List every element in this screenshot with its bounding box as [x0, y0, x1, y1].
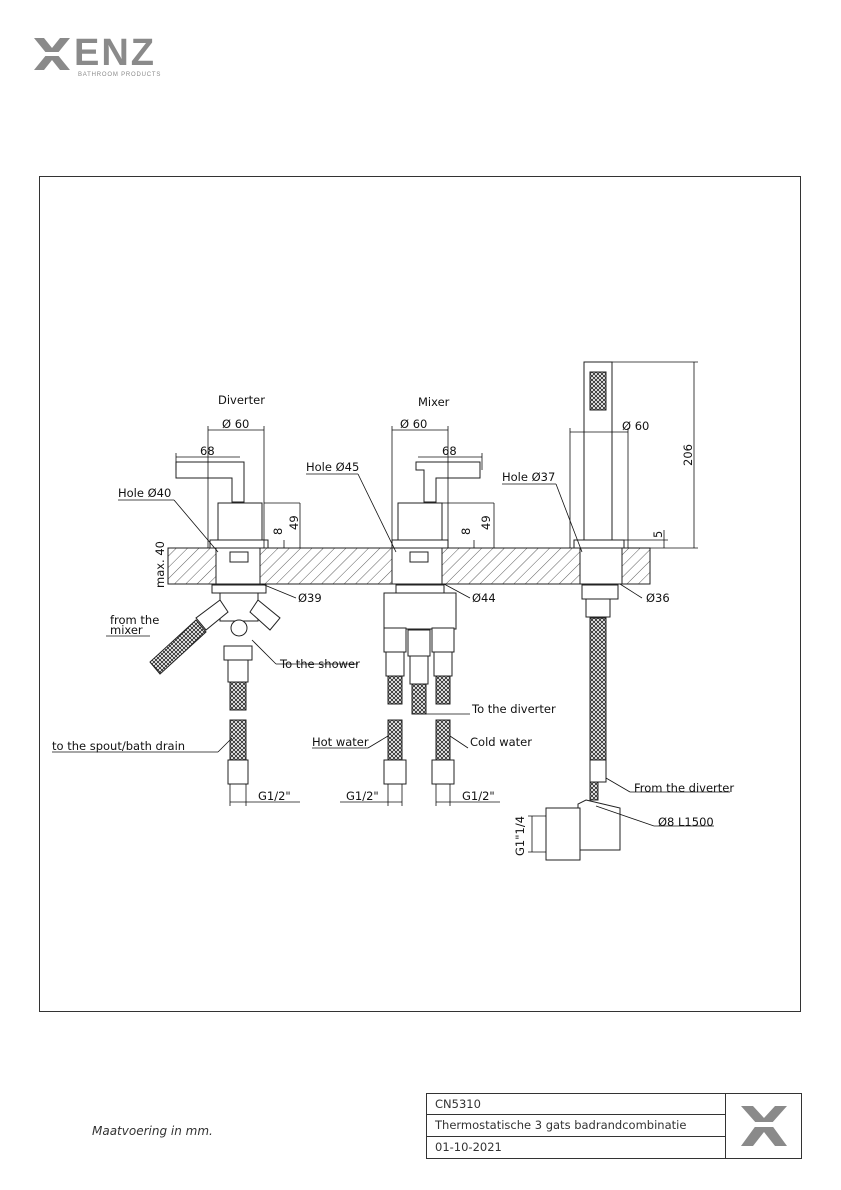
label-thread-shower: G1"1/4	[513, 816, 527, 856]
dim-shower-width: Ø 60	[622, 419, 649, 433]
label-cold-water: Cold water	[470, 735, 532, 749]
brand-tagline: BATHROOM PRODUCTS	[78, 72, 162, 78]
label-to-shower: To the shower	[279, 657, 360, 671]
dim-mixer-height-a: 8	[459, 528, 473, 535]
drawing-frame	[39, 176, 801, 1012]
dim-diverter-height-b: 49	[287, 515, 301, 530]
dim-diverter-height-a: 8	[271, 528, 285, 535]
label-dia-39: Ø39	[298, 591, 322, 605]
label-thread-diverter: G1/2"	[258, 789, 291, 803]
dimension-lines	[52, 361, 730, 853]
product-code: CN5310	[427, 1094, 725, 1116]
dim-diverter-width: Ø 60	[222, 417, 249, 431]
title-block-rows: CN5310 Thermostatische 3 gats badrandcom…	[427, 1094, 726, 1158]
label-to-spout: to the spout/bath drain	[52, 739, 185, 753]
product-name: Thermostatische 3 gats badrandcombinatie	[427, 1115, 725, 1137]
label-thread-hot: G1/2"	[346, 789, 379, 803]
title-mixer: Mixer	[418, 395, 450, 409]
dim-diverter-handle: 68	[200, 444, 215, 458]
brand-logo-mark-icon	[34, 38, 70, 70]
document-date: 01-10-2021	[435, 1139, 502, 1154]
label-from-mixer-1: from the	[110, 613, 159, 627]
diverter-assembly	[149, 461, 281, 785]
label-dia-36: Ø36	[646, 591, 670, 605]
brand-logo: ENZ BATHROOM PRODUCTS	[30, 28, 180, 88]
dim-shower-height: 206	[681, 444, 695, 466]
label-from-mixer-2: mixer	[110, 623, 143, 637]
dim-shower-base: 5	[651, 531, 665, 538]
label-hole-shower: Hole Ø37	[502, 470, 555, 484]
title-block: CN5310 Thermostatische 3 gats badrandcom…	[426, 1093, 802, 1159]
hand-shower-assembly	[545, 361, 625, 861]
dim-mixer-width: Ø 60	[400, 417, 427, 431]
label-dia-44: Ø44	[472, 591, 496, 605]
label-from-diverter: From the diverter	[634, 781, 734, 795]
dim-deck-max: max. 40	[153, 541, 167, 588]
label-hose: Ø8 L1500	[658, 815, 714, 829]
mixer-assembly	[383, 461, 481, 785]
measurement-note: Maatvoering in mm.	[92, 1124, 213, 1138]
label-hole-diverter: Hole Ø40	[118, 486, 171, 500]
dim-mixer-height-b: 49	[479, 515, 493, 530]
label-to-diverter: To the diverter	[471, 702, 556, 716]
label-thread-cold: G1/2"	[462, 789, 495, 803]
title-block-logo-icon	[741, 1106, 787, 1146]
label-hot-water: Hot water	[312, 735, 369, 749]
title-diverter: Diverter	[218, 393, 265, 407]
dim-mixer-handle: 68	[442, 444, 457, 458]
label-hole-mixer: Hole Ø45	[306, 460, 359, 474]
brand-name: ENZ	[74, 32, 156, 74]
